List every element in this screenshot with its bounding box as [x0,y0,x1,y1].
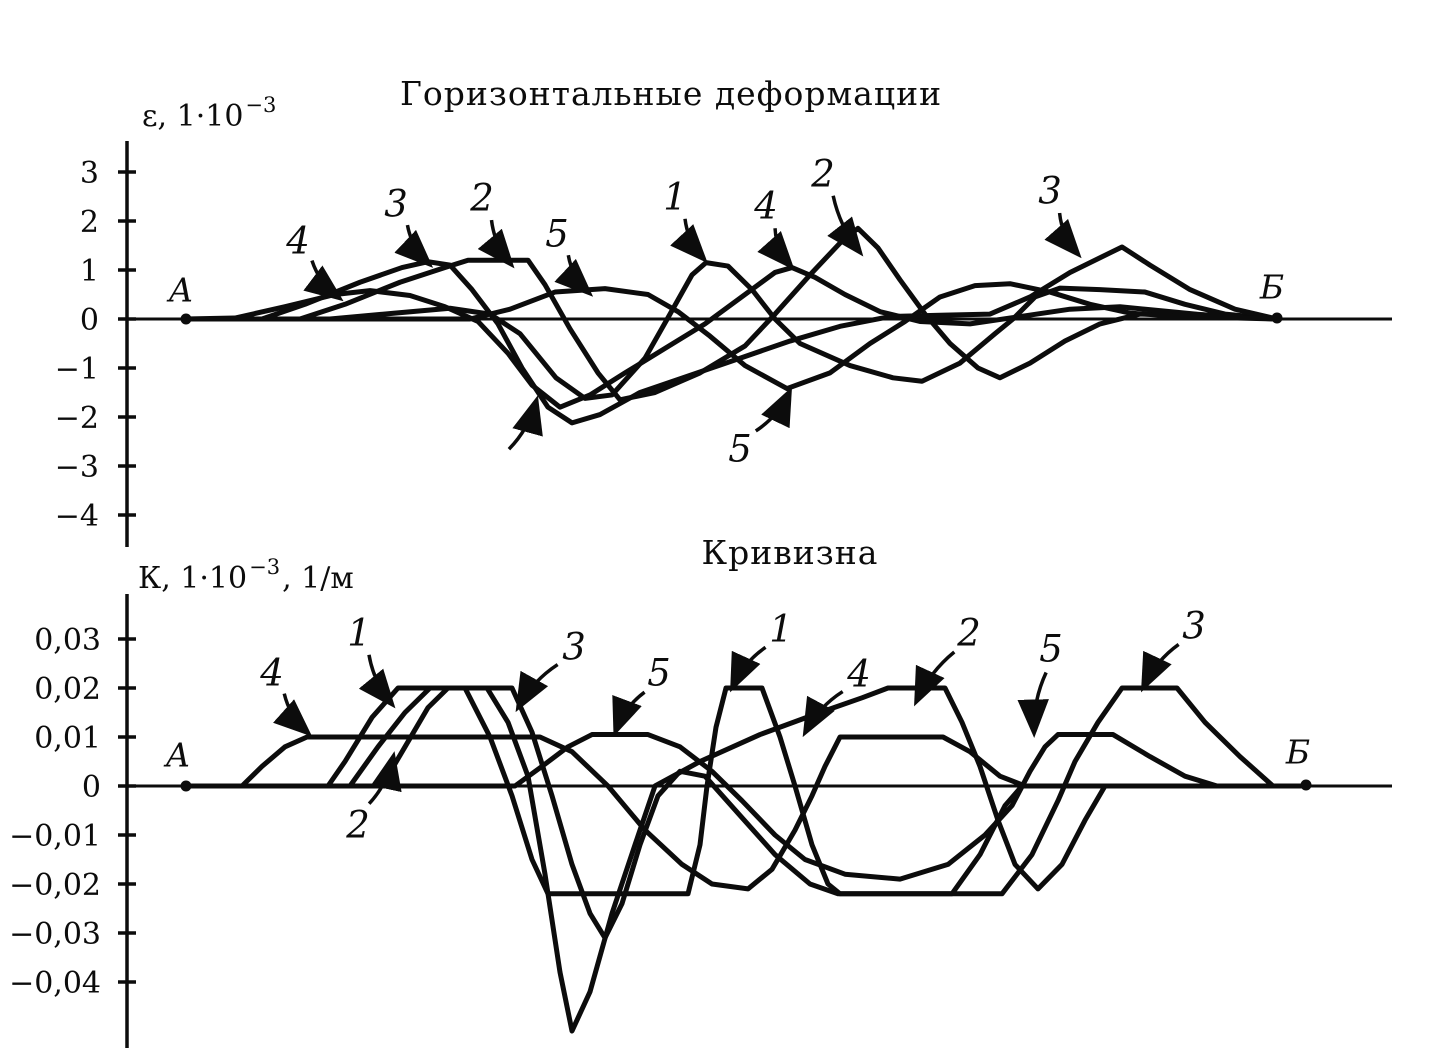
point-b-dot-curvature [1300,779,1312,791]
curve-horizontal-deformations-2 [182,225,1280,403]
annotation-arrow-curvature-9 [1141,643,1180,693]
annotation-arrow-curvature-2 [367,751,402,805]
annotation-arrow-horizontal-deformations-1 [394,224,434,268]
curve-curvature-1 [182,685,1308,897]
curve-horizontal-deformations-5 [182,281,1280,392]
point-a-dot-curvature [180,780,192,792]
curve-curvature-3 [182,685,1308,941]
annotation-arrow-horizontal-deformations-0 [303,259,344,302]
y-tick-label-horizontal-deformations-4: −1 [55,352,99,387]
y-tick-label-horizontal-deformations-7: −4 [55,499,99,534]
chart-curvature: 0,03 0,02 0,01 0 −0,01 −0,02 −0,03 −0,04 [9,594,1392,1048]
annotation-arrow-horizontal-deformations-4 [670,218,708,264]
y-tick-label-horizontal-deformations-3: 0 [80,303,99,338]
annotation-arrow-horizontal-deformations-9 [507,395,543,451]
y-tick-label-curvature-4: −0,01 [9,819,101,854]
annotation-arrow-curvature-1 [358,654,396,709]
annotation-arrow-curvature-4 [612,690,646,737]
point-b-dot-horizontal-deformations [1271,312,1283,324]
y-tick-label-curvature-7: −0,04 [9,966,101,1001]
y-tick-label-curvature-1: 0,02 [34,672,101,707]
curve-horizontal-deformations-1 [182,260,1280,401]
annotation-arrow-curvature-6 [802,690,844,738]
annotation-arrow-horizontal-deformations-2 [477,219,515,269]
y-tick-label-curvature-6: −0,03 [9,917,101,952]
annotation-arrow-horizontal-deformations-6 [827,195,864,257]
annotation-arrow-horizontal-deformations-8 [754,386,793,433]
annotation-arrow-curvature-0 [273,693,313,737]
annotation-arrow-curvature-5 [730,645,767,693]
y-tick-label-curvature-2: 0,01 [34,721,101,756]
y-tick-label-horizontal-deformations-5: −2 [55,401,99,436]
y-tick-label-curvature-0: 0,03 [34,623,101,658]
y-tick-label-horizontal-deformations-1: 2 [80,205,99,240]
y-tick-label-curvature-3: 0 [82,770,101,805]
y-tick-label-horizontal-deformations-2: 1 [80,254,99,289]
annotation-arrow-curvature-7 [914,650,956,707]
y-tick-label-horizontal-deformations-0: 3 [80,156,99,191]
y-tick-label-horizontal-deformations-6: −3 [55,450,99,485]
curve-horizontal-deformations-4 [182,265,1280,410]
y-tick-label-curvature-5: −0,02 [9,868,101,903]
curve-curvature-5 [182,732,1308,882]
annotation-arrow-horizontal-deformations-5 [757,228,795,271]
point-a-dot-horizontal-deformations [180,313,192,325]
annotation-arrow-curvature-3 [515,663,559,713]
chart-horizontal-deformations: 3 2 1 0 −1 −2 −3 −4 [55,141,1392,547]
curve-horizontal-deformations-3 [182,244,1280,426]
annotation-arrow-horizontal-deformations-3 [554,254,594,297]
annotation-arrow-horizontal-deformations-7 [1044,212,1082,259]
curve-curvature-4 [182,734,1308,892]
annotation-arrow-curvature-8 [1017,671,1049,738]
